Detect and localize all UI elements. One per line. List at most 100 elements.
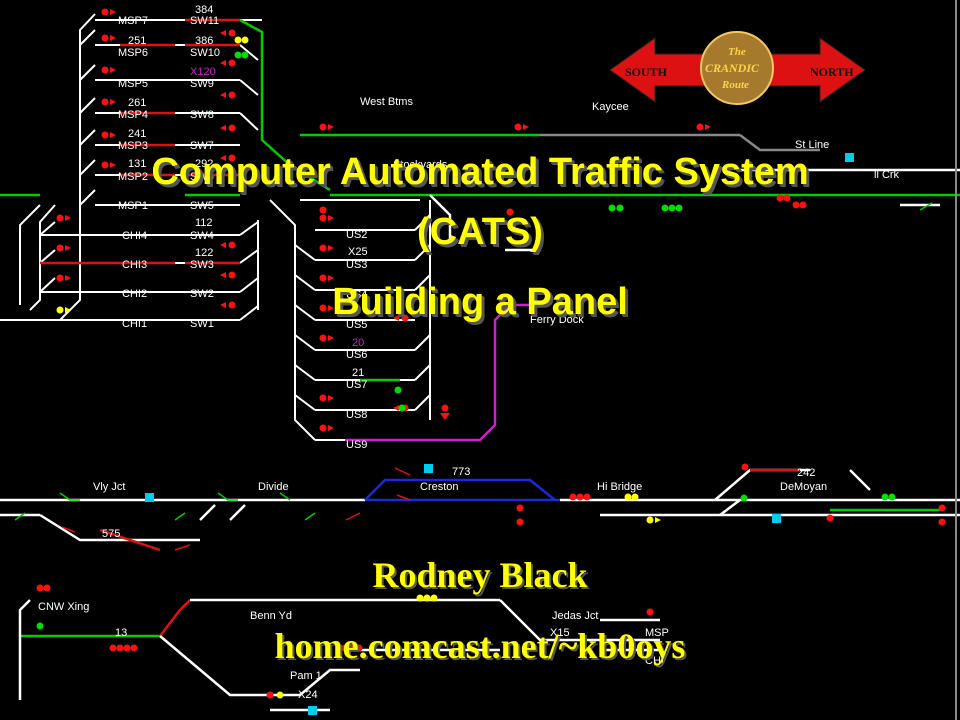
- switch-label: SW11: [190, 15, 219, 27]
- signal-head: [792, 201, 800, 209]
- signal-head: [220, 302, 226, 308]
- indicator-square: [308, 706, 317, 715]
- signal-head: [220, 125, 226, 131]
- signal-head: [675, 204, 683, 212]
- signal-head: [220, 272, 226, 278]
- signal-head: [319, 304, 327, 312]
- signal-head: [220, 92, 226, 98]
- signal-head: [393, 405, 399, 411]
- train-id: 384: [195, 4, 213, 16]
- signal-head: [826, 514, 834, 522]
- signal-head: [328, 245, 334, 251]
- station-label: Jedas Jct: [552, 610, 598, 622]
- switch-label: SW2: [190, 288, 214, 300]
- track-label: US5: [346, 319, 367, 331]
- station-label: CHI: [645, 655, 664, 667]
- signal-head: [348, 644, 356, 652]
- logo-line3: Route: [721, 79, 749, 91]
- track-label: MSP6: [118, 47, 148, 59]
- logo-north: NORTH: [810, 65, 854, 79]
- track-label: US6: [346, 349, 367, 361]
- switch-label: SW8: [190, 109, 214, 121]
- signal-head: [228, 29, 236, 37]
- signal-head: [319, 244, 327, 252]
- signal-head: [43, 584, 51, 592]
- signal-head: [393, 315, 399, 321]
- track-label: MSP4: [118, 109, 148, 121]
- signal-head: [130, 644, 138, 652]
- signal-head: [109, 644, 117, 652]
- signal-head: [228, 91, 236, 99]
- signal-head: [319, 123, 327, 131]
- signal-head: [394, 386, 402, 394]
- bottom-labels: CNW Xing Benn Yd Jedas Jct Pam 1 MSP CHI…: [38, 601, 669, 701]
- logo-line1: The: [728, 46, 746, 58]
- signal-head: [328, 215, 334, 221]
- signal-head: [328, 305, 334, 311]
- signal-head: [65, 275, 71, 281]
- signal-head: [101, 66, 109, 74]
- signal-head: [783, 194, 791, 202]
- station-label: St Line: [795, 139, 829, 151]
- signal-head: [36, 584, 44, 592]
- signal-head: [65, 215, 71, 221]
- signal-head: [123, 644, 131, 652]
- signal-head: [569, 493, 577, 501]
- signal-head: [661, 204, 669, 212]
- station-label: MSP: [645, 627, 669, 639]
- signal-head: [234, 36, 242, 44]
- signal-head: [56, 244, 64, 252]
- indicator-square: [772, 514, 781, 523]
- station-label: West Btms: [360, 96, 413, 108]
- signal-head: [616, 204, 624, 212]
- station-label: DeMoyan: [780, 481, 827, 493]
- station-label: Ferry Dock: [530, 314, 584, 326]
- signal-head: [319, 206, 327, 214]
- signal-head: [101, 34, 109, 42]
- author-name: Rodney Black: [372, 555, 588, 595]
- signal-head: [328, 275, 334, 281]
- train-id: 251: [128, 35, 146, 47]
- author-url[interactable]: home.comcast.net/~kb0oys: [274, 626, 686, 666]
- logo-line2: CRANDIC: [705, 61, 760, 75]
- switch-tick: [919, 202, 933, 211]
- train-id: 20: [352, 337, 364, 349]
- crandic-route-logo: SOUTH NORTH The CRANDIC Route: [609, 31, 866, 105]
- signal-head: [101, 8, 109, 16]
- signal-head: [696, 123, 704, 131]
- switch-label: SW6: [190, 171, 214, 183]
- signal-head: [401, 314, 409, 322]
- signal-head: [328, 124, 334, 130]
- track-label: US4: [346, 289, 367, 301]
- signal-head: [328, 335, 334, 341]
- train-id: X120: [190, 66, 216, 78]
- signal-head: [328, 395, 334, 401]
- logo-badge: [700, 31, 774, 105]
- switch-tick: [217, 492, 238, 501]
- switch-label: SW7: [190, 140, 214, 152]
- signal-head: [228, 59, 236, 67]
- signal-head: [319, 214, 327, 222]
- signal-head: [440, 413, 450, 420]
- signal-head: [624, 493, 632, 501]
- signal-head: [523, 124, 529, 130]
- signal-head: [516, 518, 524, 526]
- switch-tick: [345, 512, 361, 521]
- indicator-square: [424, 464, 433, 473]
- switch-tick: [174, 544, 191, 551]
- train-id: 261: [128, 97, 146, 109]
- switch-tick: [61, 526, 76, 533]
- signal-head: [241, 51, 249, 59]
- signal-head: [938, 504, 946, 512]
- signal-head: [110, 9, 116, 15]
- signal-head: [56, 214, 64, 222]
- west-yard-route: [0, 18, 331, 197]
- us-yard-labels: US2 US3 US4 US5 US6 US7 US8 US9 X25 20 2…: [346, 229, 368, 451]
- signal-head: [65, 307, 71, 313]
- signal-head: [646, 516, 654, 524]
- train-id: X25: [348, 246, 368, 258]
- signal-head: [116, 644, 124, 652]
- signals[interactable]: [14, 8, 946, 699]
- signal-head: [110, 35, 116, 41]
